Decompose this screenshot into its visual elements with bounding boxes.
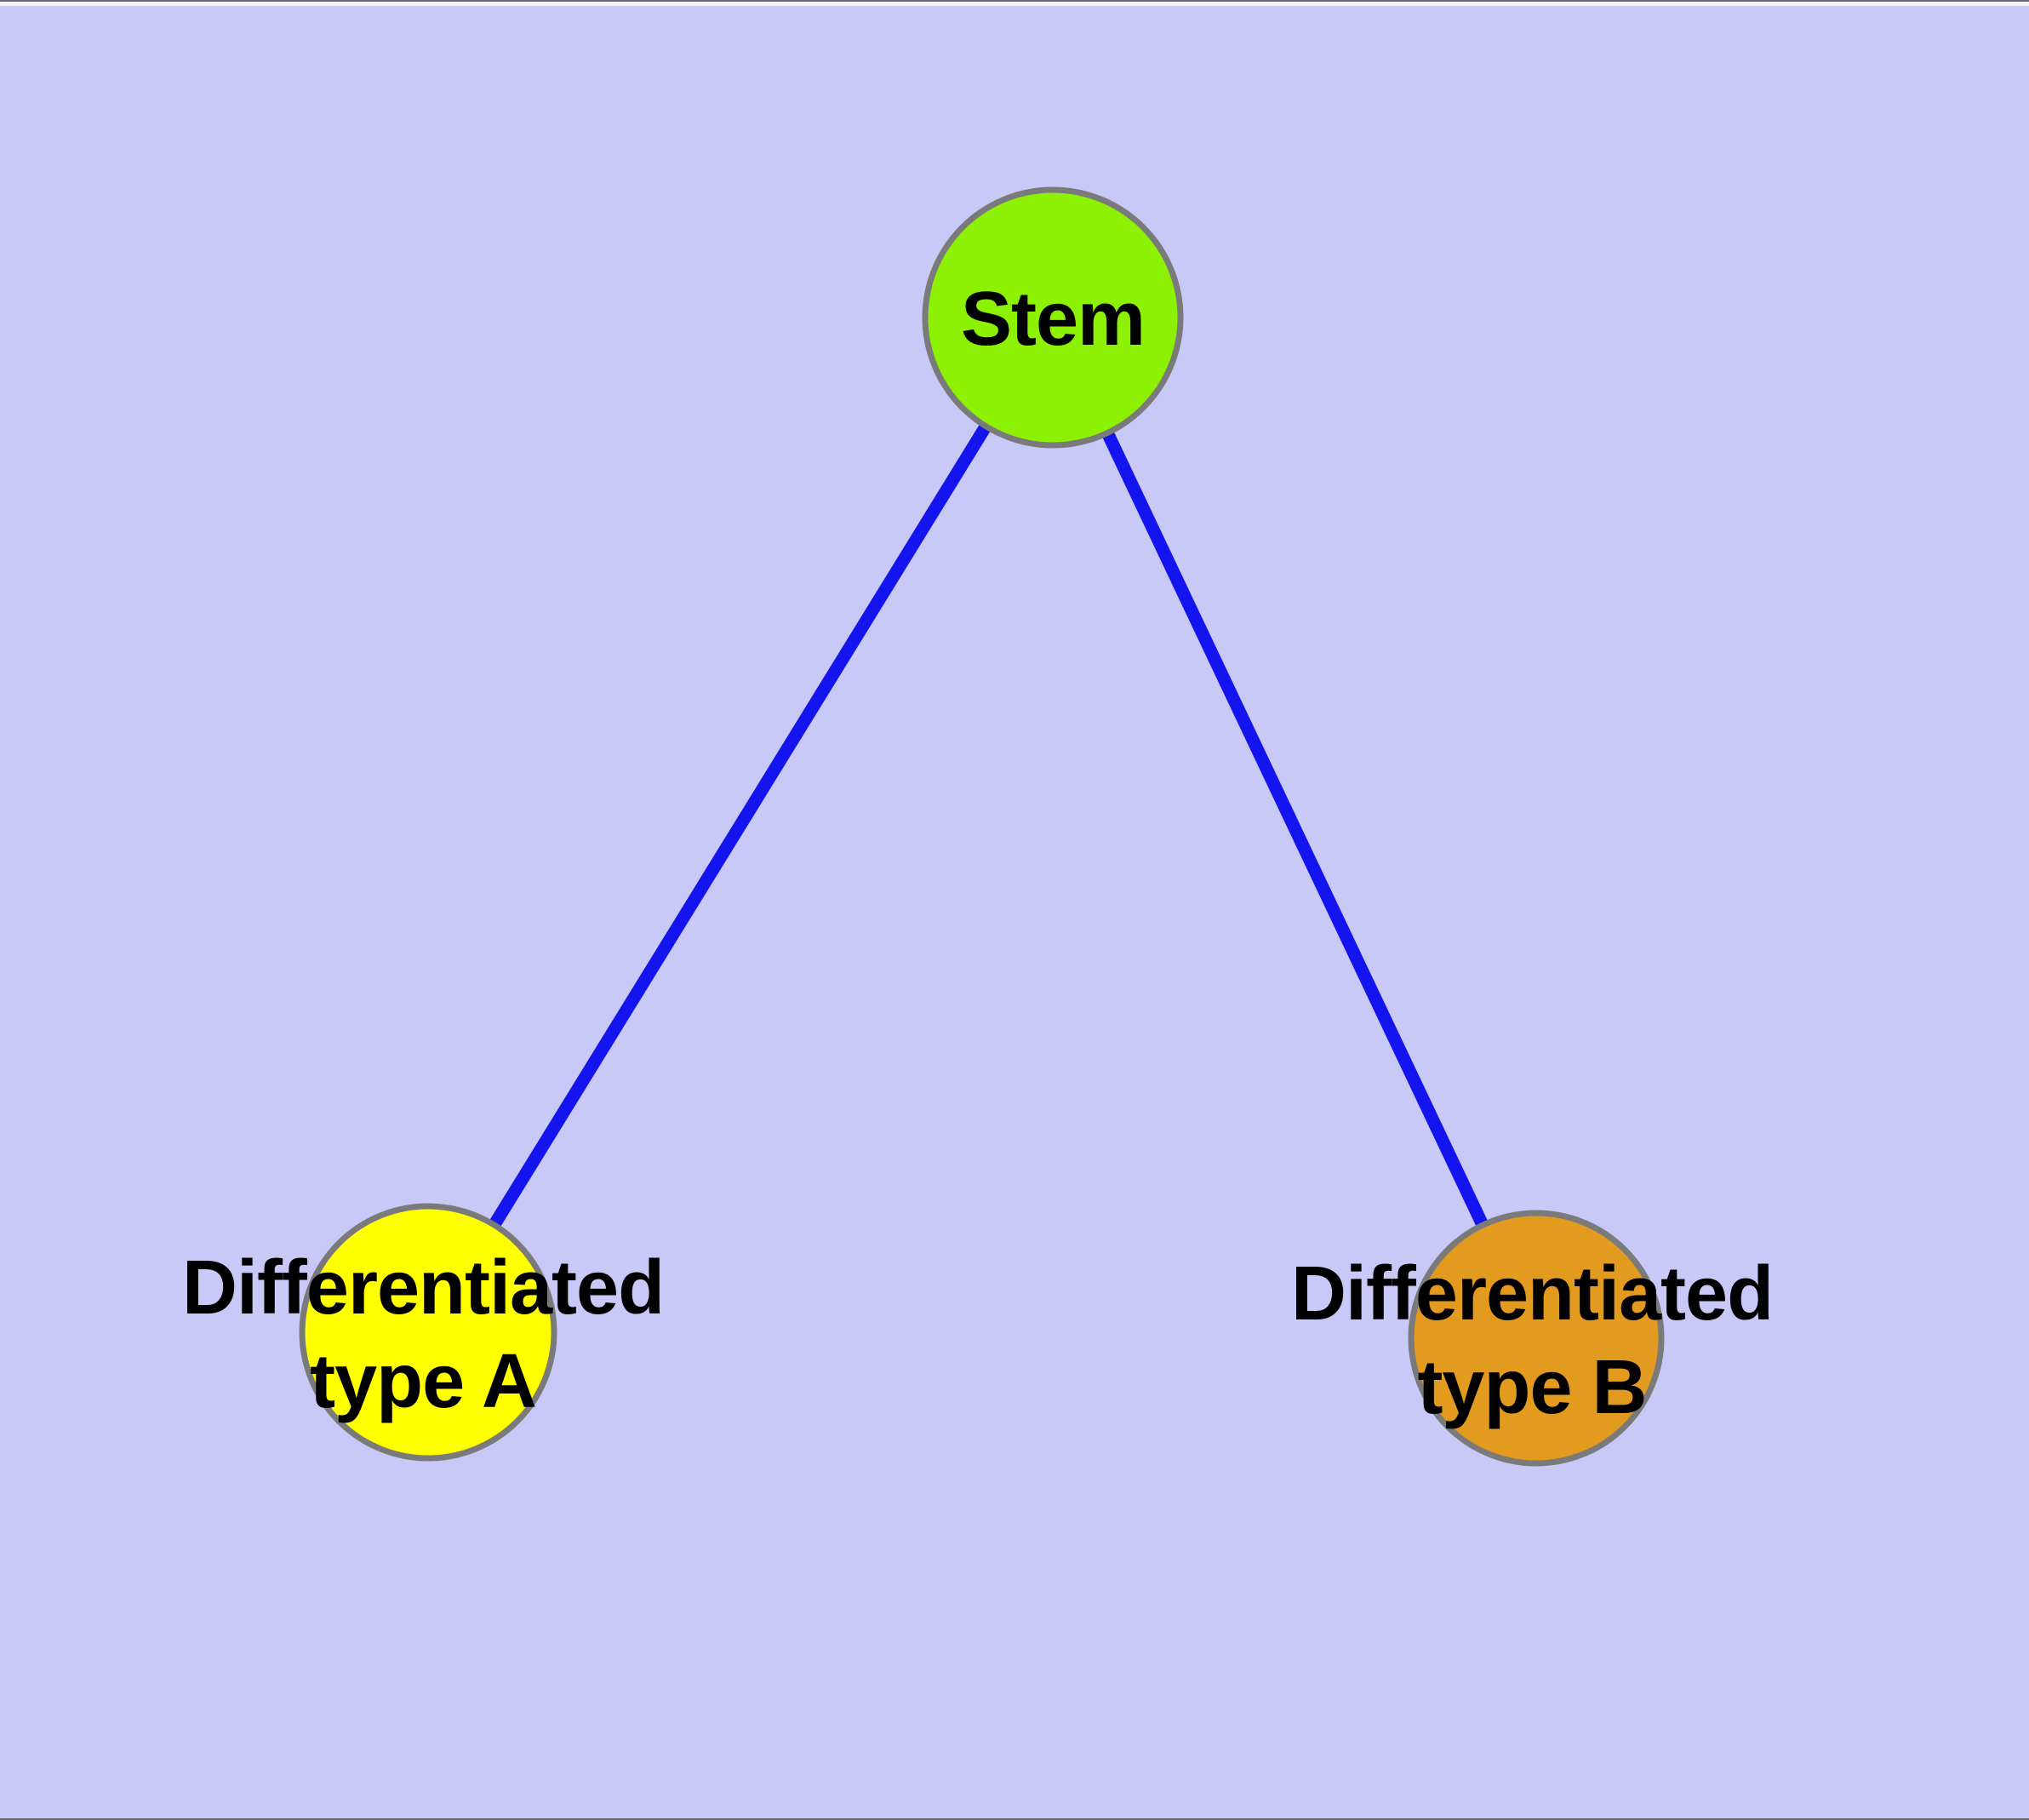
node-stem-label: Stem (960, 272, 1146, 366)
edge-stem-to-type-a (422, 314, 1059, 1336)
node-type-b-circle (1408, 1210, 1665, 1467)
window-top-border (0, 0, 2029, 2)
node-type-b-label: Differentiated type B (1290, 1247, 1774, 1434)
window-top-highlight (0, 2, 2029, 6)
node-stem-label-line1: Stem (960, 277, 1146, 362)
node-type-a-label-line2: type A (310, 1339, 537, 1424)
window-bottom-border (0, 1818, 2029, 1820)
node-type-a-circle (299, 1203, 557, 1462)
node-type-b-label-line1: Differentiated (1290, 1251, 1774, 1336)
node-stem-circle (922, 186, 1184, 449)
node-type-b-label-line2: type B (1417, 1345, 1647, 1430)
node-type-a-label: Differentiated type A (181, 1241, 665, 1428)
edge-stem-to-type-b (1047, 314, 1542, 1342)
node-type-a-label-line1: Differentiated (181, 1245, 665, 1331)
